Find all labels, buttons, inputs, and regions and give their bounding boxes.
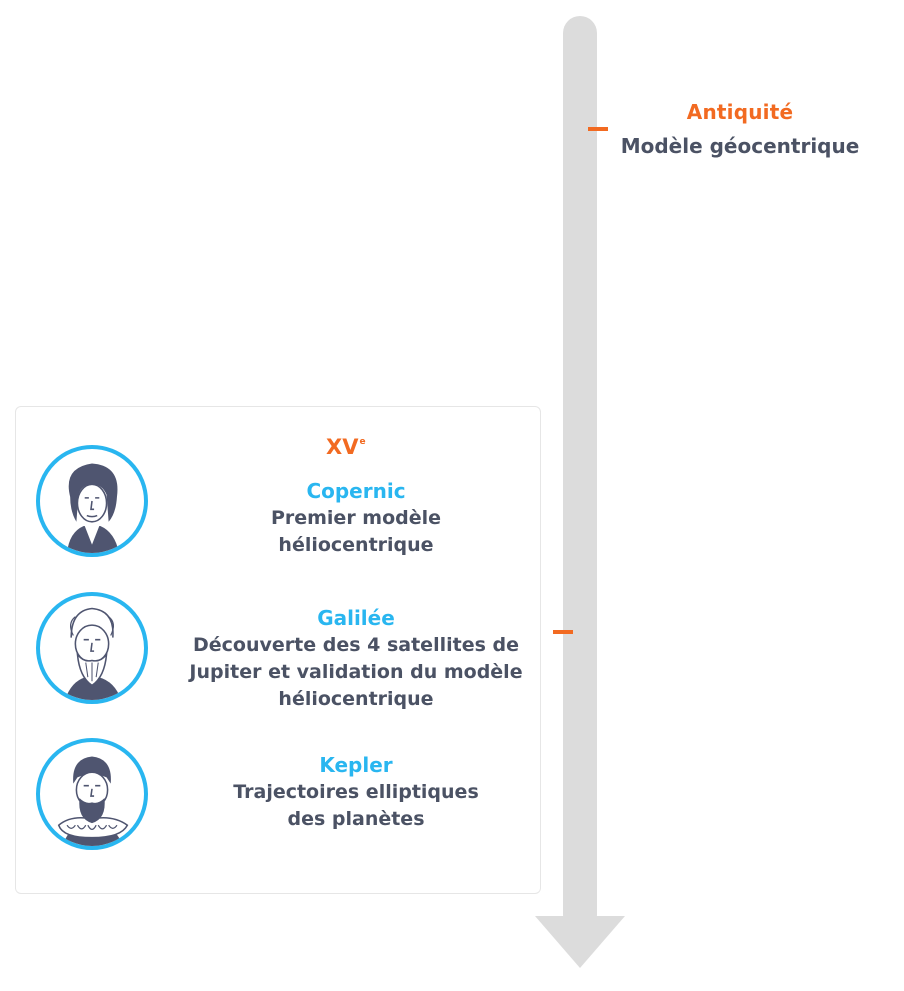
era-tick-antiquite — [588, 127, 608, 131]
kepler-name: Kepler — [319, 753, 393, 777]
century-suffix: e — [359, 437, 366, 447]
galilee-name: Galilée — [317, 606, 395, 630]
copernic-description: Premier modèle héliocentrique — [270, 507, 442, 556]
kepler-portrait-icon — [57, 756, 129, 846]
copernic-text: Copernic Premier modèle héliocentrique — [176, 479, 536, 559]
era-description: Modèle géocentrique — [620, 134, 860, 158]
kepler-description: Trajectoires elliptiques des planètes — [233, 781, 479, 830]
kepler-avatar — [36, 738, 148, 850]
galilee-description: Découverte des 4 satellites de Jupiter e… — [189, 634, 523, 710]
timeline-arrowhead — [535, 916, 625, 968]
century-card: XVe Copernic Premier modèle héliocentriq… — [15, 406, 541, 894]
copernic-avatar — [36, 445, 148, 557]
era-tick-xve — [553, 630, 573, 634]
galilee-avatar — [36, 592, 148, 704]
copernic-portrait-icon — [67, 463, 120, 553]
era-title: Antiquité — [686, 100, 794, 124]
copernic-name: Copernic — [306, 479, 406, 503]
timeline-bar — [563, 16, 597, 932]
century-label: XVe — [326, 435, 366, 459]
galilee-text: Galilée Découverte des 4 satellites de J… — [176, 606, 536, 713]
era-antiquite: Antiquité Modèle géocentrique — [600, 100, 880, 158]
galilee-portrait-icon — [64, 607, 122, 700]
kepler-text: Kepler Trajectoires elliptiques des plan… — [176, 753, 536, 833]
